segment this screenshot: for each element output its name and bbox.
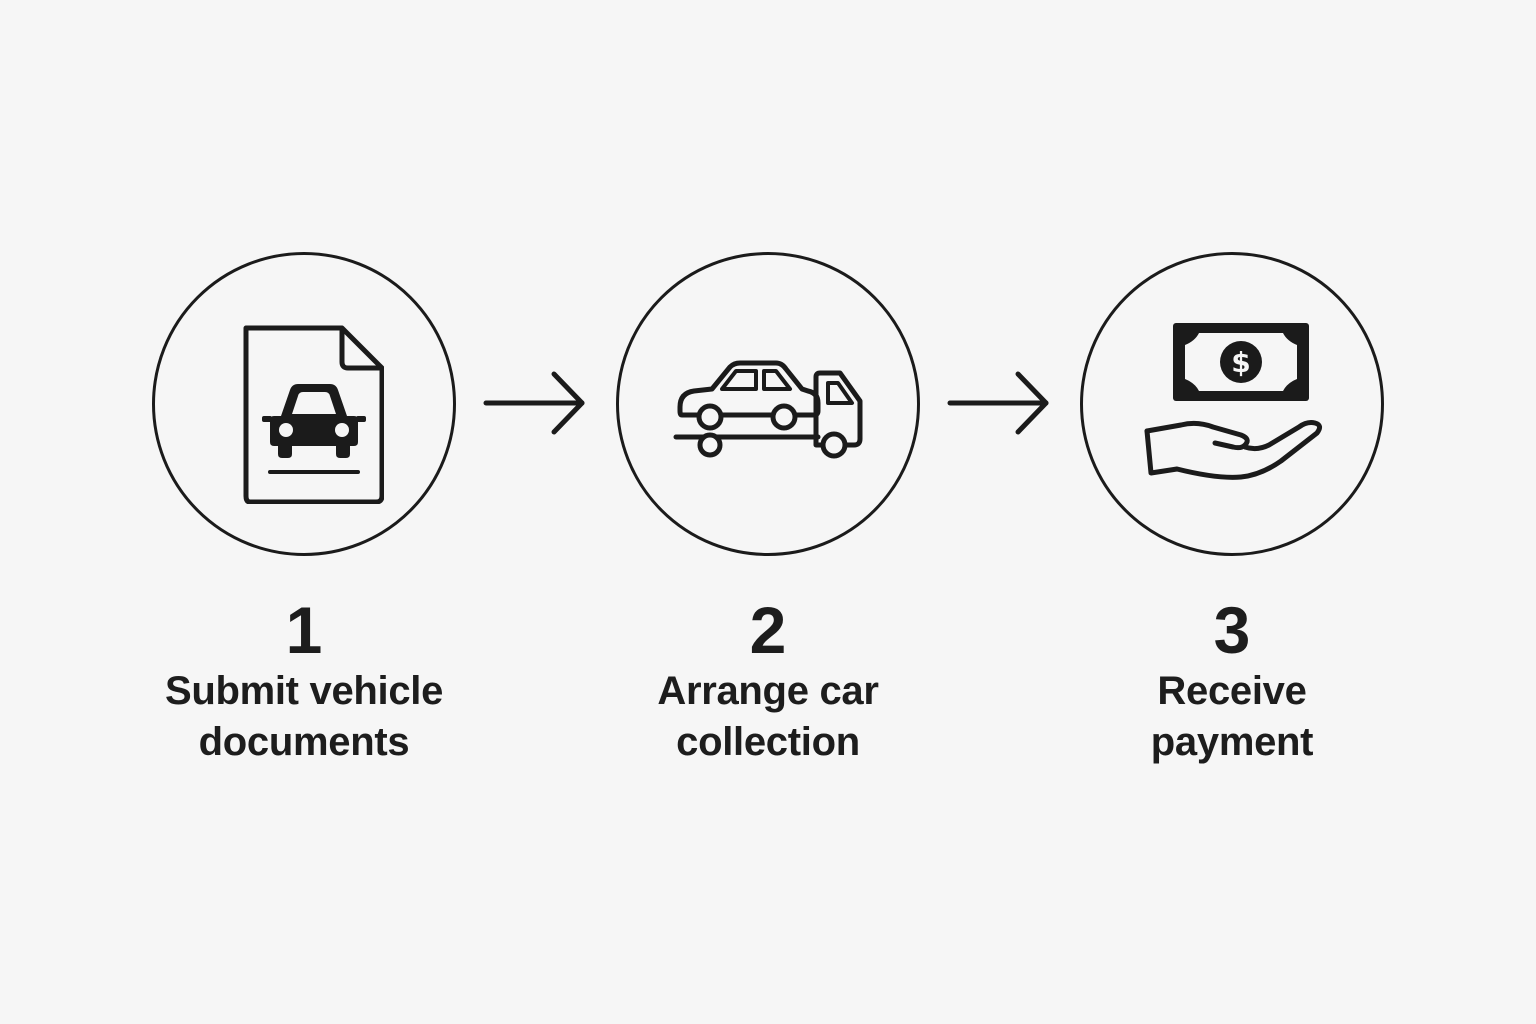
step-label-line: collection xyxy=(676,720,860,764)
vehicle-document-icon xyxy=(243,325,384,504)
svg-text:$: $ xyxy=(1231,346,1250,379)
step-number: 1 xyxy=(285,593,323,667)
step-circle: $ xyxy=(1080,252,1384,556)
arrow-right-icon xyxy=(483,371,585,435)
arrow-right-icon xyxy=(947,371,1049,435)
step-label-line: documents xyxy=(198,720,410,764)
step-arrange-collection: 2 Arrange car collection xyxy=(598,252,938,768)
step-receive-payment: $ 3 Receive payment xyxy=(1062,252,1402,768)
step-circle xyxy=(152,252,456,556)
step-label-line: payment xyxy=(1150,720,1314,764)
step-label: Receive payment xyxy=(1062,666,1402,768)
step-number: 3 xyxy=(1213,593,1251,667)
step-number: 2 xyxy=(749,593,787,667)
tow-truck-icon xyxy=(673,360,863,459)
step-label-line: Submit vehicle xyxy=(164,669,444,713)
step-label: Submit vehicle documents xyxy=(134,666,474,768)
payment-hand-icon: $ xyxy=(1144,323,1323,480)
step-label-line: Receive xyxy=(1157,669,1307,713)
step-submit-documents: 1 Submit vehicle documents xyxy=(134,252,474,768)
step-label: Arrange car collection xyxy=(598,666,938,768)
step-label-line: Arrange car xyxy=(657,669,879,713)
step-circle xyxy=(616,252,920,556)
